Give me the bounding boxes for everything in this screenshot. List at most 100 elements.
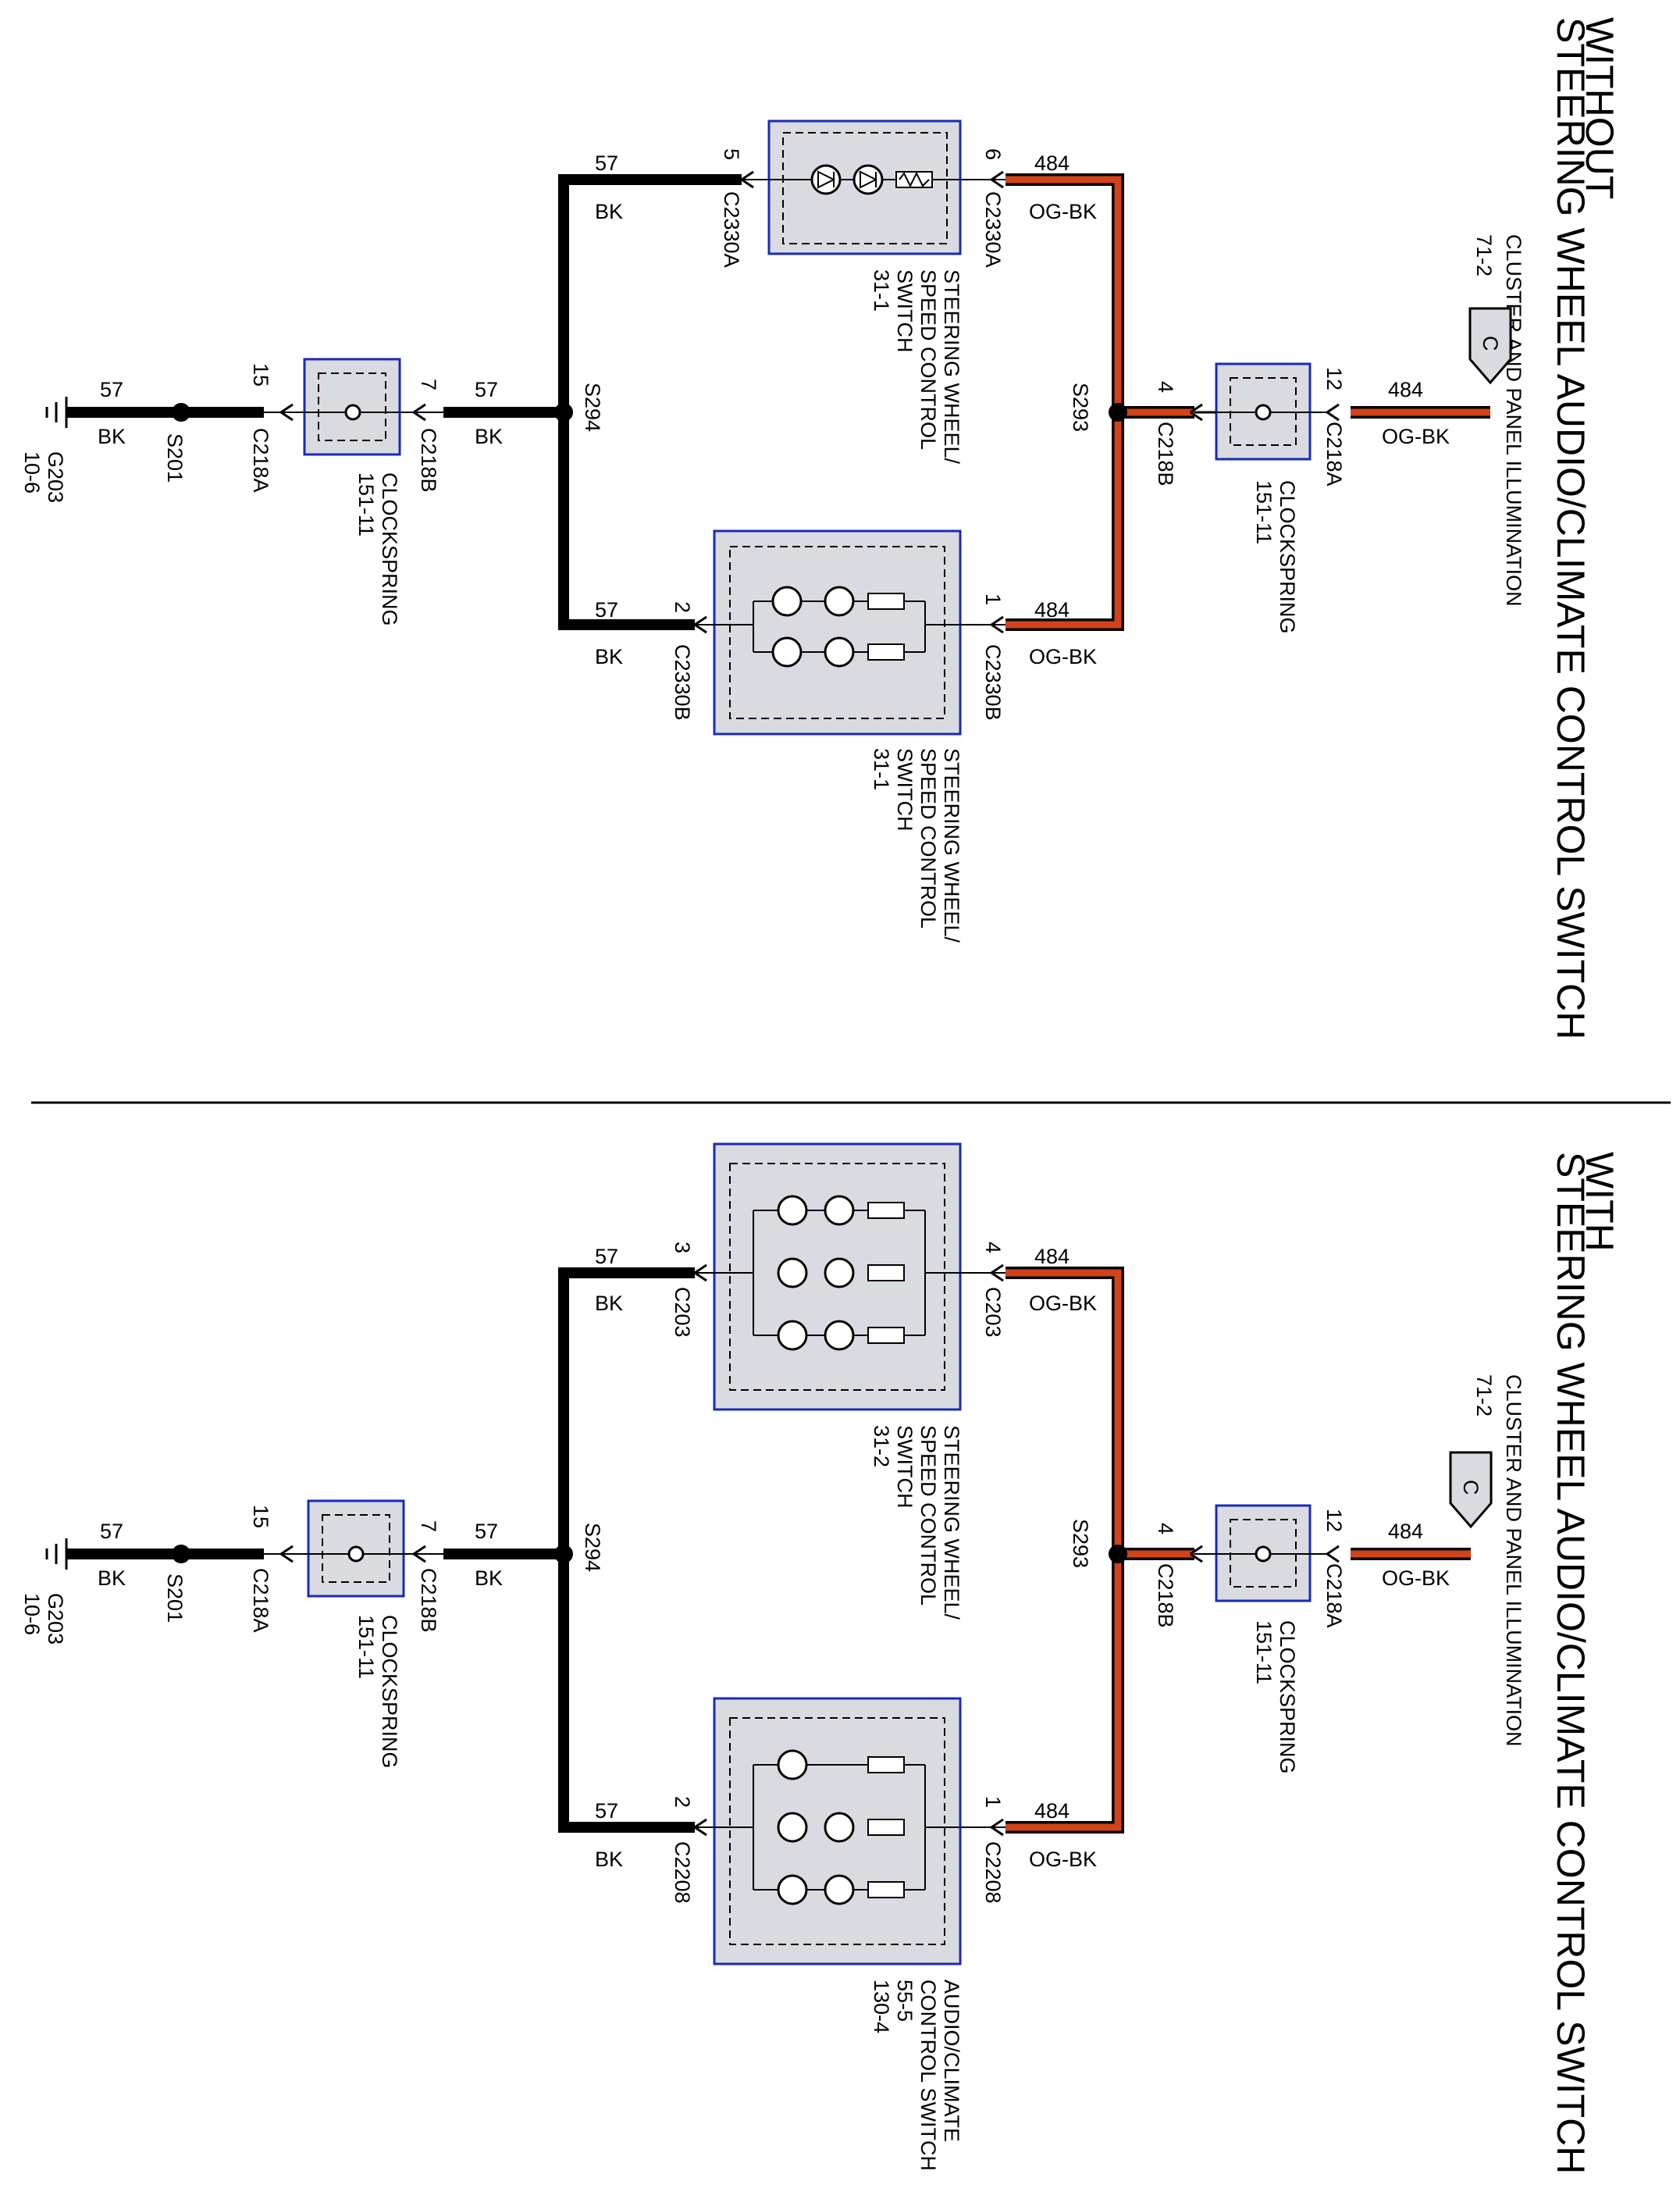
page-ref-connector-icon: C bbox=[1468, 307, 1512, 385]
ground-wire-57 bbox=[66, 174, 742, 630]
resistor-icon bbox=[867, 1202, 905, 1219]
source-page: 71-2 bbox=[1472, 234, 1496, 276]
clockspring-left-page: 151-11 bbox=[354, 472, 378, 536]
ground-wire-circuit-mid: 57 bbox=[475, 1520, 498, 1543]
splice-icon bbox=[1109, 1545, 1127, 1563]
led-icon bbox=[824, 1320, 855, 1351]
power-wire-color-bottom: OG-BK bbox=[1029, 1848, 1097, 1871]
section-with: WITH STEERING WHEEL AUDIO/CLIMATE CONTRO… bbox=[20, 1142, 1621, 2174]
led-icon bbox=[771, 636, 803, 668]
ground-wire-circuit-end: 57 bbox=[100, 1520, 123, 1543]
clockspring-right bbox=[1190, 1504, 1340, 1602]
power-wire-color-source: OG-BK bbox=[1382, 425, 1450, 448]
led-icon bbox=[824, 636, 855, 668]
clockspring-right-conn-b: C218A bbox=[1322, 422, 1346, 486]
switch-bottom-conn-left: C2330B bbox=[671, 644, 694, 721]
clockspring-left-pin-b: 7 bbox=[417, 379, 440, 390]
splice-right-label: S293 bbox=[1069, 1519, 1092, 1568]
clockspring-right-page: 151-11 bbox=[1252, 480, 1276, 544]
clockspring-left-name: CLOCKSPRING bbox=[378, 472, 401, 626]
connector-arrow-icon bbox=[694, 1263, 707, 1282]
clockspring-right-conn-b: C218A bbox=[1322, 1563, 1346, 1628]
section-without: WITHOUT STEERING WHEEL AUDIO/CLIMATE CON… bbox=[20, 17, 1621, 1039]
power-wire-484 bbox=[1006, 173, 1490, 631]
clockspring-left bbox=[264, 1499, 443, 1598]
switch-bottom-line4: 130-4 bbox=[870, 1980, 893, 2033]
connector-arrow-icon bbox=[280, 1545, 294, 1563]
clockspring-right-pin-b: 12 bbox=[1322, 367, 1346, 390]
connector-arrow-icon bbox=[1190, 1545, 1203, 1563]
power-wire-circuit-bottom: 484 bbox=[1034, 1799, 1070, 1823]
switch-bottom-line4: 31-1 bbox=[870, 748, 893, 790]
switch-bottom-conn-right: C2330B bbox=[981, 644, 1005, 721]
ground-wire-circuit-top: 57 bbox=[595, 151, 618, 175]
resistor-icon bbox=[867, 643, 905, 661]
switch-bottom-pin-left: 2 bbox=[671, 1796, 694, 1808]
connector-arrow-icon bbox=[1326, 1545, 1340, 1563]
power-wire-circuit-top: 484 bbox=[1034, 151, 1070, 175]
clockspring-left-page: 151-11 bbox=[354, 1615, 378, 1679]
clockspring-left-pin-b: 7 bbox=[417, 1520, 440, 1532]
led-icon bbox=[824, 1812, 855, 1843]
switch-top-pin-left: 3 bbox=[671, 1242, 694, 1253]
resistor-icon bbox=[867, 1819, 905, 1836]
switch-bottom-pin-left: 2 bbox=[671, 601, 694, 613]
source-label: CLUSTER AND PANEL ILLUMINATION bbox=[1502, 234, 1525, 607]
connector-arrow-icon bbox=[280, 403, 294, 422]
switch-top-pin-right: 6 bbox=[981, 148, 1005, 160]
switch-bottom-line1: STEERING WHEEL/ bbox=[940, 748, 963, 943]
connector-arrow-icon bbox=[991, 1818, 1004, 1837]
clockspring-right-pin-a: 4 bbox=[1154, 381, 1177, 393]
section-title-line1: WITHOUT bbox=[1578, 17, 1621, 199]
switch-bottom-line1: AUDIO/CLIMATE bbox=[940, 1980, 963, 2142]
ground-icon bbox=[45, 397, 68, 428]
switch-bottom-conn-left: C2208 bbox=[671, 1841, 694, 1904]
led-icon bbox=[824, 1257, 855, 1288]
clockspring-right-pin-a: 4 bbox=[1154, 1523, 1177, 1534]
power-wire-color-bottom: OG-BK bbox=[1029, 645, 1097, 668]
led-icon bbox=[824, 586, 855, 617]
page-ref-connector-icon: C bbox=[1449, 1451, 1493, 1529]
connector-arrow-icon bbox=[991, 1263, 1004, 1282]
section-title-line2: STEERING WHEEL AUDIO/CLIMATE CONTROL SWI… bbox=[1549, 1152, 1593, 2174]
ground-wire-circuit-mid: 57 bbox=[475, 378, 498, 401]
source-connector-letter: C bbox=[1459, 1480, 1482, 1495]
switch-bottom-line3: SWITCH bbox=[893, 748, 917, 831]
switch-bottom-line3: 55-5 bbox=[893, 1980, 917, 2022]
splice-left-label: S294 bbox=[581, 1523, 604, 1572]
ground-label: G203 bbox=[44, 1593, 67, 1645]
connector-arrow-icon bbox=[741, 170, 754, 189]
splice-icon bbox=[1109, 403, 1127, 422]
connector-arrow-icon bbox=[694, 615, 707, 634]
splice-ground-label: S201 bbox=[163, 433, 187, 483]
ground-wire-circuit-bottom: 57 bbox=[595, 598, 618, 622]
ground-wire-color-top: BK bbox=[595, 1292, 623, 1315]
led-icon bbox=[777, 1749, 808, 1780]
ground-wire-circuit-bottom: 57 bbox=[595, 1799, 618, 1823]
switch-top-conn-left: C203 bbox=[671, 1287, 694, 1338]
connector-arrow-icon bbox=[991, 170, 1004, 189]
clockspring-right-conn-a: C218B bbox=[1154, 1563, 1177, 1628]
ground-wire-color-top: BK bbox=[595, 200, 623, 223]
clockspring-right bbox=[1190, 362, 1340, 461]
resistor-icon bbox=[867, 593, 905, 610]
switch-top bbox=[694, 1142, 1006, 1411]
led-icon bbox=[824, 1195, 855, 1226]
clockspring-left-pin-a: 15 bbox=[249, 363, 272, 387]
ground-wire-circuit-top: 57 bbox=[595, 1245, 618, 1268]
clockspring-right-conn-a: C218B bbox=[1154, 422, 1177, 486]
switch-bottom-line2: CONTROL SWITCH bbox=[917, 1980, 940, 2171]
led-icon bbox=[777, 1195, 808, 1226]
connector-arrow-icon bbox=[991, 615, 1004, 634]
power-wire-circuit-top: 484 bbox=[1034, 1245, 1070, 1268]
ground-icon bbox=[45, 1538, 68, 1570]
resistor-icon bbox=[867, 1327, 905, 1344]
led-icon bbox=[777, 1812, 808, 1843]
power-wire-color-source: OG-BK bbox=[1382, 1566, 1450, 1590]
resistor-icon bbox=[895, 171, 933, 188]
switch-top-line2: SPEED CONTROL bbox=[917, 1425, 940, 1605]
power-wire-484 bbox=[1006, 1267, 1471, 1834]
switch-top-conn-left: C2330A bbox=[720, 191, 743, 268]
splice-icon bbox=[172, 1545, 190, 1563]
